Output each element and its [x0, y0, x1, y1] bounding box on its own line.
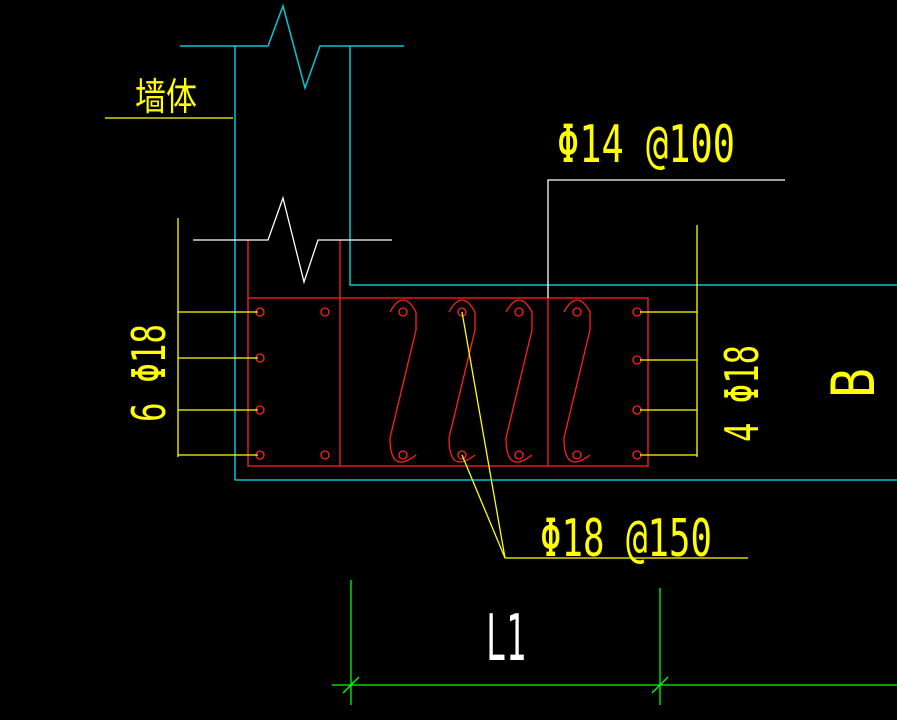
- dimension-b-label: B: [819, 368, 889, 398]
- wall-break-line: [180, 3, 404, 91]
- tie-bar: [505, 299, 533, 463]
- tick-mark-left: [342, 676, 360, 694]
- tick-mark-right: [651, 676, 669, 694]
- tie-bar: [448, 299, 476, 463]
- dimension-lines: [332, 580, 897, 705]
- wall-right-edge: [349, 46, 897, 286]
- stirrup-leader: [461, 311, 506, 559]
- top-rebar-label: Φ14 @100: [557, 115, 735, 175]
- leader-lines: [105, 117, 748, 559]
- tie-bar: [563, 299, 591, 463]
- rebar-cage: [247, 240, 649, 467]
- rebar-dot: [320, 450, 330, 460]
- right-rebar-label: 4 Φ18: [715, 345, 769, 442]
- top-rebar-leader: [547, 179, 785, 298]
- left-rebar-label: 6 Φ18: [122, 324, 176, 422]
- stirrup-leader: [461, 454, 506, 559]
- stirrup-rebar-label: Φ18 @150: [540, 509, 712, 569]
- stirrup-outline: [247, 297, 649, 467]
- rebar-dot: [320, 307, 330, 317]
- rebar-dot: [632, 405, 642, 415]
- dimension-l1-label: L1: [486, 602, 526, 676]
- concrete-outline: [180, 3, 897, 481]
- tie-bar: [389, 299, 417, 463]
- cut-break-line: [193, 195, 392, 285]
- rebar-dot: [632, 355, 642, 365]
- wall-label: 墙体: [135, 75, 197, 119]
- rebar-dot: [632, 450, 642, 460]
- rebar-dot: [632, 307, 642, 317]
